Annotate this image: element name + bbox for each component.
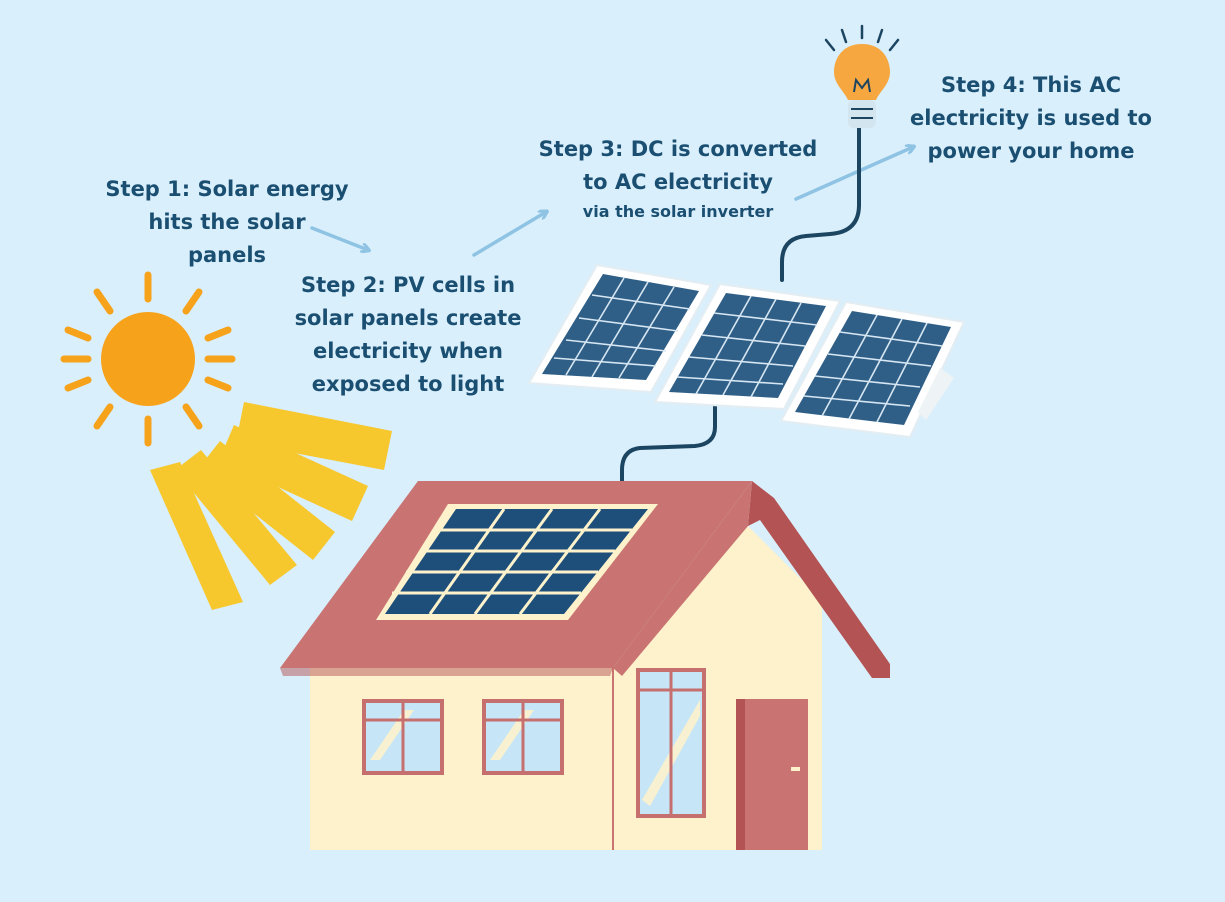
step-1-line-1: Step 1: Solar energy bbox=[105, 177, 349, 201]
step-2-line-4: exposed to light bbox=[311, 372, 505, 396]
house-icon bbox=[280, 481, 890, 850]
arrow-icon-2 bbox=[472, 212, 546, 257]
solar-panel-icon-2 bbox=[653, 282, 842, 411]
window-tall bbox=[636, 668, 706, 818]
step-2-line-2: solar panels create bbox=[294, 306, 522, 330]
step-4-label: Step 4: This AC electricity is used to p… bbox=[896, 69, 1166, 168]
step-2-label: Step 2: PV cells in solar panels create … bbox=[283, 269, 533, 401]
step-2-line-3: electricity when bbox=[313, 339, 503, 363]
sun-beams bbox=[150, 402, 392, 610]
sun-icon bbox=[60, 271, 236, 447]
door bbox=[736, 699, 808, 850]
window-left bbox=[362, 699, 444, 775]
arrow-icon-3 bbox=[794, 147, 913, 201]
solar-panel-icon-1 bbox=[527, 263, 713, 394]
step-4-line-1: Step 4: This AC bbox=[940, 73, 1122, 97]
cables bbox=[620, 126, 861, 510]
step-3-line-1: Step 3: DC is converted bbox=[538, 137, 818, 161]
window-middle bbox=[482, 699, 564, 775]
arrows bbox=[310, 147, 913, 257]
step-4-line-2: electricity is used to bbox=[910, 106, 1152, 130]
step-4-line-3: power your home bbox=[927, 139, 1135, 163]
step-1-line-2: hits the solar bbox=[148, 210, 306, 234]
arrow-icon-1 bbox=[310, 226, 368, 250]
step-3-subline: via the solar inverter bbox=[582, 202, 774, 221]
step-3-line-2: to AC electricity bbox=[583, 170, 773, 194]
step-1-line-3: panels bbox=[187, 243, 267, 267]
solar-panel-icon-3 bbox=[779, 300, 966, 439]
step-3-label: Step 3: DC is converted to AC electricit… bbox=[528, 133, 828, 225]
light-bulb-icon bbox=[824, 24, 900, 128]
step-1-label: Step 1: Solar energy hits the solar pane… bbox=[82, 173, 372, 272]
step-2-line-1: Step 2: PV cells in bbox=[300, 273, 516, 297]
